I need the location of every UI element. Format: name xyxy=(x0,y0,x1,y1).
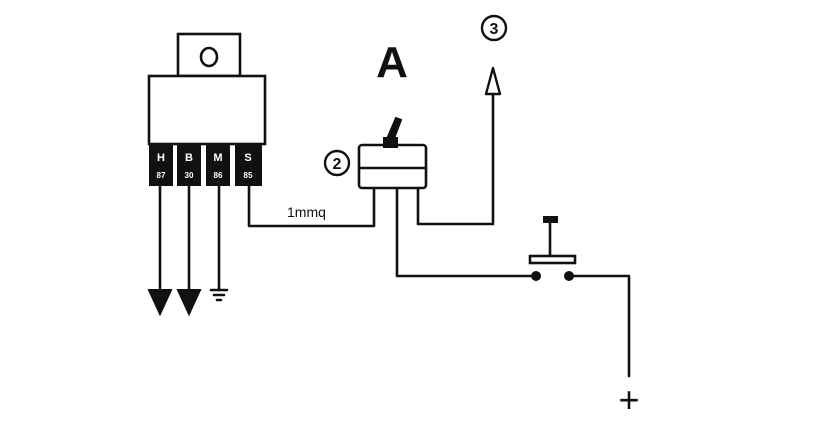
relay-pin-m: M 86 xyxy=(206,144,230,186)
wire-relay-to-switch xyxy=(247,183,376,228)
pin-letter-h: H xyxy=(157,152,165,164)
output-arrow-3-icon xyxy=(484,66,502,96)
relay-pin-s: S 85 xyxy=(235,144,262,186)
push-button-switch xyxy=(528,216,577,281)
marker-2: 2 xyxy=(323,149,351,177)
marker-3: 3 xyxy=(480,14,508,42)
ground-symbol-icon xyxy=(209,183,229,302)
pin-letter-b: B xyxy=(185,152,193,164)
output-arrow-h xyxy=(147,183,173,317)
pin-letter-m: M xyxy=(213,152,222,164)
wire-button-to-supply xyxy=(567,274,631,378)
pin-number-30: 30 xyxy=(185,171,194,180)
toggle-switch xyxy=(357,116,428,190)
pin-letter-s: S xyxy=(244,152,251,164)
wire-switch-to-output-3 xyxy=(416,90,495,226)
diagram-label-a: A xyxy=(376,38,408,87)
marker-3-label: 3 xyxy=(490,21,499,38)
pin-number-85: 85 xyxy=(244,171,253,180)
plus-sign: + xyxy=(618,379,639,420)
relay-pin-b: B 30 xyxy=(177,144,201,186)
relay-body xyxy=(147,74,267,146)
pin-number-87: 87 xyxy=(157,171,166,180)
relay-mount-tab xyxy=(176,32,242,78)
wire-label: 1mmq xyxy=(287,204,326,220)
marker-2-label: 2 xyxy=(333,156,342,173)
wire-switch-to-button xyxy=(395,186,538,278)
pin-number-86: 86 xyxy=(214,171,223,180)
output-arrow-b xyxy=(176,183,202,317)
relay-pin-h: H 87 xyxy=(149,144,173,186)
